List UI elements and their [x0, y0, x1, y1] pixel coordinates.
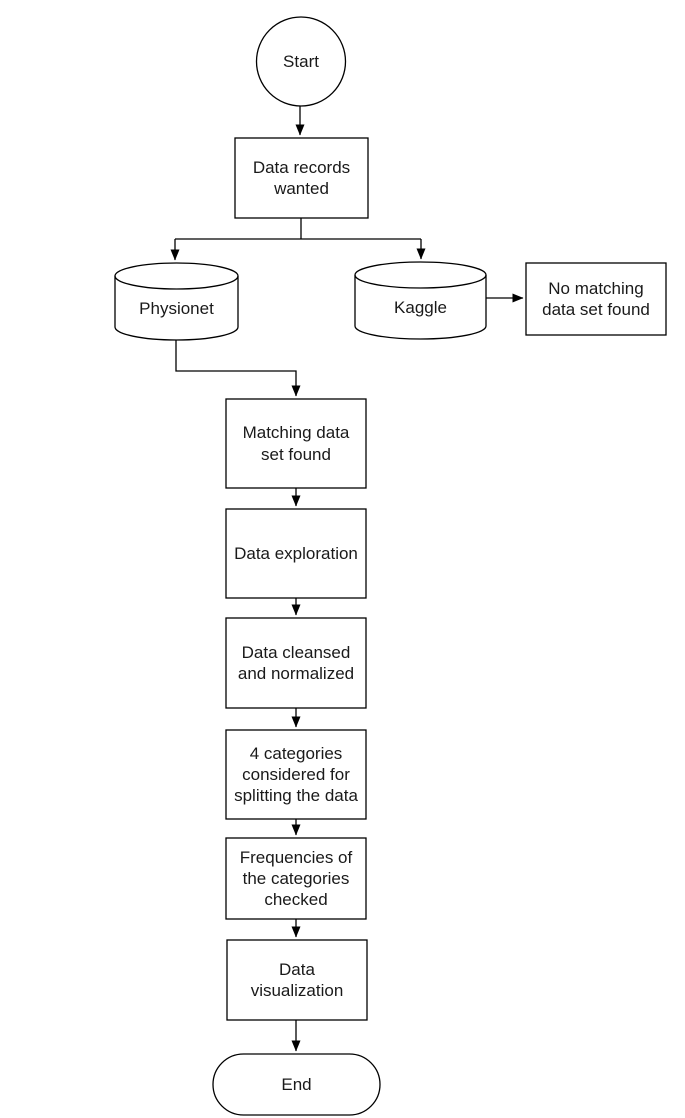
- visualization-node-shape: [226, 939, 368, 1021]
- frequencies-node-shape: [225, 837, 367, 920]
- kaggle-cylinder-shape: [354, 261, 487, 340]
- match-node-shape: [225, 398, 367, 489]
- end-node-shape: [212, 1053, 381, 1116]
- kaggle-cylinder-top-arc: [354, 274, 487, 289]
- data-records-node-shape: [234, 137, 369, 219]
- edge-physionet-to-match: [175, 340, 301, 397]
- physionet-cylinder-shape: [114, 262, 239, 341]
- categories-node-shape: [225, 729, 367, 820]
- start-node-shape: [255, 16, 347, 107]
- cleansed-node-shape: [225, 617, 367, 709]
- no-match-node-shape: [525, 262, 667, 336]
- physionet-cylinder-top-arc: [114, 275, 239, 290]
- exploration-node-shape: [225, 508, 367, 599]
